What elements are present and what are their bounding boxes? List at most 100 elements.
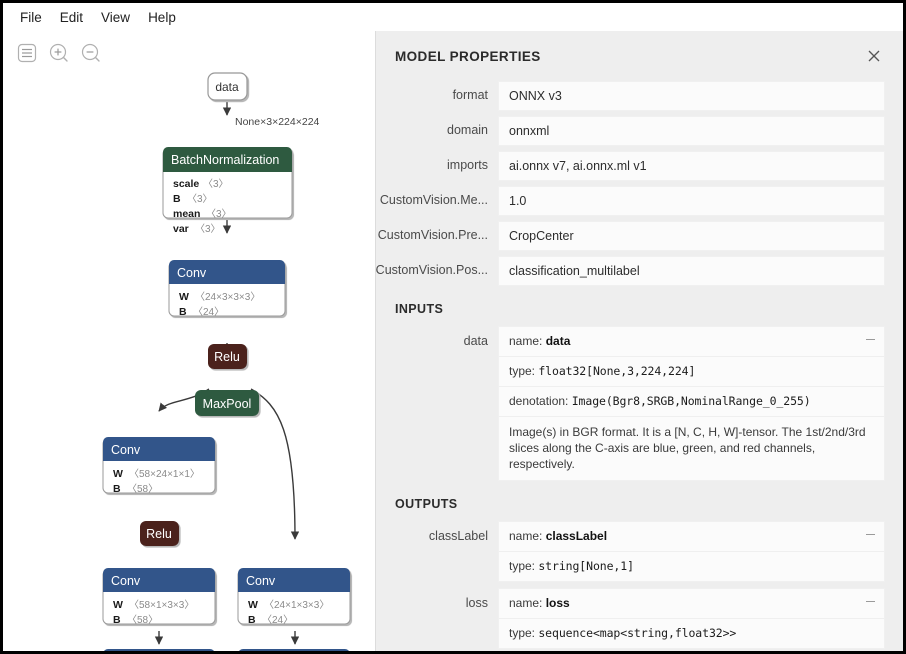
attr-key-convl1-b: B bbox=[113, 483, 121, 495]
input-collapse-toggle[interactable] bbox=[866, 334, 876, 344]
graph-node-conv-left-2-title: Conv bbox=[111, 574, 141, 588]
graph-node-conv-right-1-title: Conv bbox=[246, 574, 276, 588]
property-row-customvision-preprocess: CustomVision.Pre... CropCenter bbox=[373, 221, 885, 251]
graph-node-conv-left-1-title: Conv bbox=[111, 443, 141, 457]
output-type-value: string[None,1] bbox=[538, 559, 634, 573]
graph-canvas[interactable]: None×3×224×224 data BatchNormalization s… bbox=[3, 31, 373, 654]
attr-key-conv1-w: W bbox=[179, 291, 189, 303]
menu-icon bbox=[17, 43, 37, 63]
output-collapse-toggle[interactable] bbox=[866, 596, 876, 606]
close-icon bbox=[868, 50, 880, 62]
panel-title: MODEL PROPERTIES bbox=[395, 48, 541, 64]
graph-node-conv-right-2[interactable] bbox=[238, 649, 350, 654]
graph-node-maxpool[interactable] bbox=[195, 390, 259, 416]
graph-node-data[interactable] bbox=[207, 72, 248, 101]
output-type-value: sequence<map<string,float32>> bbox=[538, 626, 737, 640]
output-row-classlabel: classLabel name: classLabel type: string… bbox=[373, 521, 885, 582]
edge-maxpool-conv-right bbox=[250, 388, 300, 540]
graph-node-conv-left-2[interactable] bbox=[102, 568, 216, 625]
attr-key-convr1-b: B bbox=[248, 614, 256, 626]
output-type-line: type: string[None,1] bbox=[499, 552, 884, 581]
zoom-in-button[interactable] bbox=[47, 41, 71, 65]
output-name-line: name: classLabel bbox=[499, 522, 884, 552]
output-row-loss: loss name: loss type: sequence<map<strin… bbox=[373, 588, 885, 649]
graph-node-maxpool-title: MaxPool bbox=[203, 397, 252, 411]
model-properties-panel: MODEL PROPERTIES format ONNX v3 domain o… bbox=[373, 31, 903, 651]
graph-node-data-label: data bbox=[215, 80, 239, 94]
input-name-line: name: data bbox=[499, 327, 884, 357]
input-type-value: float32[None,3,224,224] bbox=[538, 364, 696, 378]
attr-key-conv1-b: B bbox=[179, 306, 187, 318]
property-row-domain: domain onnxml bbox=[373, 116, 885, 146]
output-label: classLabel bbox=[428, 529, 488, 543]
attr-key-var: var bbox=[173, 223, 189, 235]
property-label: CustomVision.Me... bbox=[379, 193, 488, 207]
output-name-prefix: name: bbox=[509, 596, 546, 610]
property-row-customvision-metadata: CustomVision.Me... 1.0 bbox=[373, 186, 885, 216]
output-collapse-toggle[interactable] bbox=[866, 529, 876, 539]
property-value: CropCenter bbox=[498, 221, 885, 251]
panel-body: format ONNX v3 domain onnxml imports ai.… bbox=[373, 81, 903, 649]
menu-item-view[interactable]: View bbox=[101, 9, 131, 25]
attr-key-convl2-w: W bbox=[113, 599, 123, 611]
sidebar-toggle-button[interactable] bbox=[15, 41, 39, 65]
attr-val-conv1-b: 〈24〉 bbox=[193, 306, 224, 318]
property-label: CustomVision.Pos... bbox=[375, 263, 488, 277]
attr-val-convl1-b: 〈58〉 bbox=[127, 483, 158, 495]
attr-key-convr1-w: W bbox=[248, 599, 258, 611]
output-name-value: loss bbox=[545, 596, 570, 610]
input-row-data: data name: data type: float32[None,3,224… bbox=[373, 326, 885, 481]
attr-val-var: 〈3〉 bbox=[195, 223, 221, 235]
input-type-line: type: float32[None,3,224,224] bbox=[499, 357, 884, 387]
attr-key-scale: scale bbox=[173, 178, 199, 190]
panel-header: MODEL PROPERTIES bbox=[373, 31, 903, 81]
outputs-section-title: OUTPUTS bbox=[395, 497, 458, 511]
zoom-in-icon bbox=[49, 43, 68, 62]
output-name-value: classLabel bbox=[545, 529, 608, 543]
property-value: ONNX v3 bbox=[498, 81, 885, 111]
graph-toolbar bbox=[15, 41, 103, 65]
attr-val-convl1-w: 〈58×24×1×1〉 bbox=[129, 468, 200, 480]
input-type-prefix: type: bbox=[509, 364, 539, 378]
menu-item-edit[interactable]: Edit bbox=[59, 9, 84, 25]
model-graph[interactable]: None×3×224×224 data BatchNormalization s… bbox=[3, 31, 373, 654]
graph-node-relu-2[interactable] bbox=[140, 521, 179, 546]
menu-item-file[interactable]: File bbox=[20, 9, 42, 25]
menu-bar: File Edit View Help bbox=[3, 3, 903, 31]
output-type-prefix: type: bbox=[509, 626, 539, 640]
graph-node-batchnormalization[interactable] bbox=[162, 147, 293, 219]
input-denotation-line: denotation: Image(Bgr8,SRGB,NominalRange… bbox=[499, 387, 884, 417]
property-row-imports: imports ai.onnx v7, ai.onnx.ml v1 bbox=[373, 151, 885, 181]
input-name-value: data bbox=[545, 334, 571, 348]
panel-splitter[interactable] bbox=[371, 31, 376, 651]
attr-val-convr1-b: 〈24〉 bbox=[262, 614, 293, 626]
zoom-out-icon bbox=[81, 43, 100, 62]
property-row-format: format ONNX v3 bbox=[373, 81, 885, 111]
edge-label-input-shape: None×3×224×224 bbox=[235, 116, 320, 128]
input-denotation-value: Image(Bgr8,SRGB,NominalRange_0_255) bbox=[571, 394, 811, 408]
zoom-out-button[interactable] bbox=[79, 41, 103, 65]
property-label: format bbox=[452, 88, 488, 102]
attr-val-conv1-w: 〈24×3×3×3〉 bbox=[195, 291, 260, 303]
property-value: ai.onnx v7, ai.onnx.ml v1 bbox=[498, 151, 885, 181]
graph-node-conv-left-1[interactable] bbox=[102, 437, 216, 494]
attr-val-convr1-w: 〈24×1×3×3〉 bbox=[264, 599, 329, 611]
graph-node-batchnormalization-title: BatchNormalization bbox=[171, 153, 279, 167]
graph-node-relu-2-title: Relu bbox=[146, 527, 172, 541]
panel-close-button[interactable] bbox=[863, 45, 885, 67]
inputs-section-title: INPUTS bbox=[395, 302, 444, 316]
property-value: onnxml bbox=[498, 116, 885, 146]
graph-node-conv-right-1[interactable] bbox=[237, 568, 351, 625]
property-value: 1.0 bbox=[498, 186, 885, 216]
property-value: classification_multilabel bbox=[498, 256, 885, 286]
output-card: name: loss type: sequence<map<string,flo… bbox=[498, 588, 885, 649]
graph-node-conv-left-3[interactable] bbox=[103, 649, 215, 654]
menu-item-help[interactable]: Help bbox=[148, 9, 176, 25]
attr-key-mean: mean bbox=[173, 208, 200, 220]
property-label: CustomVision.Pre... bbox=[377, 228, 488, 242]
graph-node-relu-1[interactable] bbox=[208, 344, 247, 369]
attr-key-convl2-b: B bbox=[113, 614, 121, 626]
attr-val-b1: 〈3〉 bbox=[187, 193, 213, 205]
graph-node-conv-1[interactable] bbox=[168, 260, 286, 317]
